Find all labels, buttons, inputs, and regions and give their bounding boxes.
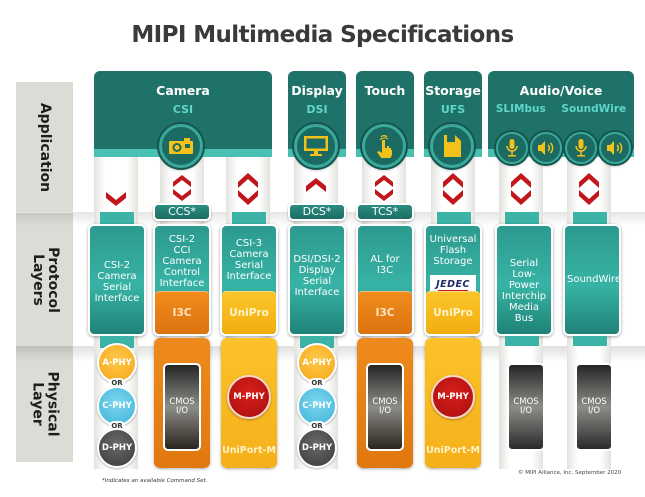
jedec-logo: JEDEC: [430, 275, 476, 295]
phy-a: A-PHY: [297, 343, 337, 383]
command-set-dcs: DCS*: [288, 203, 346, 221]
uniport-m-label: UniPort-M: [222, 445, 276, 456]
command-set-ccs: CCS*: [153, 203, 211, 221]
phy-d: D-PHY: [97, 428, 137, 468]
protocol-unipro: UniPro: [426, 291, 480, 334]
microphone-icon: [565, 132, 597, 164]
arrow-bidirectional-icon: [443, 173, 463, 205]
arrow-bidirectional-icon: [511, 173, 531, 205]
phy-m: M-PHY: [431, 375, 475, 419]
sd-card-icon: [430, 124, 474, 168]
touch-hand-icon: [362, 124, 406, 168]
copyright: © MIPI Alliance, Inc. September 2020: [518, 470, 622, 476]
phy-m: M-PHY: [227, 375, 271, 419]
protocol-i3c: I3C: [358, 291, 412, 334]
or-label: OR: [109, 421, 125, 432]
command-set-tcs: TCS*: [356, 203, 414, 221]
protocol-unipro: UniPro: [222, 291, 276, 334]
phy-c: C-PHY: [97, 386, 137, 426]
speaker-icon: [599, 132, 631, 164]
arrow-up-icon: [306, 178, 326, 192]
header-sub-slimbus: SLIMbus: [495, 103, 546, 115]
arrow-bidirectional-icon: [579, 173, 599, 205]
or-label: OR: [309, 378, 325, 389]
speaker-icon: [530, 132, 562, 164]
camera-icon: [159, 124, 203, 168]
layer-label-application: Application: [16, 82, 73, 212]
phy-d: D-PHY: [297, 428, 337, 468]
footnote: *Indicates an available Command Set.: [102, 478, 208, 484]
monitor-icon: [294, 124, 338, 168]
arrow-down-icon: [106, 192, 126, 206]
microphone-icon: [496, 132, 528, 164]
or-label: OR: [309, 421, 325, 432]
phy-c: C-PHY: [297, 386, 337, 426]
protocol-i3c: I3C: [155, 291, 209, 334]
layer-label-physical: PhysicalLayer: [16, 346, 73, 462]
arrow-bidirectional-icon: [238, 173, 258, 205]
layer-label-protocol: ProtocolLayers: [16, 213, 73, 346]
protocol-soundwire: SoundWire: [563, 224, 621, 336]
header-sub-soundwire: SoundWire: [561, 103, 627, 115]
uniport-m-label: UniPort-M: [426, 445, 480, 456]
arrow-bidirectional-icon: [375, 175, 395, 201]
phy-a: A-PHY: [97, 343, 137, 383]
or-label: OR: [109, 378, 125, 389]
page-title: MIPI Multimedia Specifications: [131, 22, 514, 48]
arrow-bidirectional-icon: [173, 175, 193, 201]
